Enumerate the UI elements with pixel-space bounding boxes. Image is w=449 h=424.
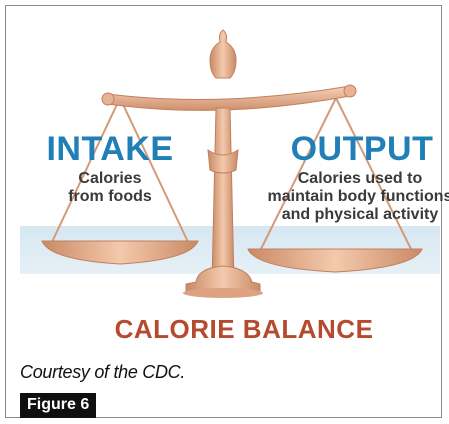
intake-description: Calories from foods [34,170,186,206]
scale-finial [210,30,236,78]
intake-desc-line: Calories [34,170,186,188]
figure-caption: Courtesy of the CDC. [20,362,185,383]
beam-right-knob [344,85,356,97]
base-foot [183,288,263,298]
output-desc-line: Calories used to [256,170,449,188]
calorie-balance-illustration: INTAKE Calories from foods OUTPUT Calori… [20,20,440,338]
figure-frame: INTAKE Calories from foods OUTPUT Calori… [5,5,442,418]
calorie-balance-label: CALORIE BALANCE [34,314,449,345]
output-description: Calories used to maintain body functions… [256,170,449,224]
figure-label: Figure 6 [20,393,96,418]
scale-pillar [212,108,234,282]
output-desc-line: maintain body functions [256,188,449,206]
output-title: OUTPUT [264,130,449,169]
intake-desc-line: from foods [34,188,186,206]
beam-left-knob [102,93,114,105]
intake-title: INTAKE [34,130,186,169]
output-desc-line: and physical activity [256,206,449,224]
scale-beam [108,86,350,110]
